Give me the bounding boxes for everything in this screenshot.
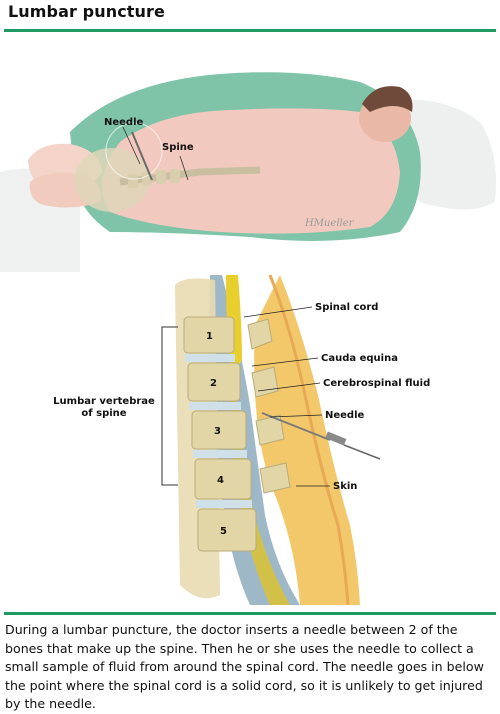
label-needle-top: Needle (104, 117, 144, 128)
label-of-spine: of spine (81, 408, 126, 419)
label-needle-bottom: Needle (325, 410, 365, 421)
patient-illustration: Needle Spine HMueller (0, 72, 496, 272)
title-divider (4, 29, 496, 32)
label-spine: Spine (162, 142, 194, 153)
spine-cross-section: 1 2 3 4 5 Spinal cord Cauda equina Cereb… (53, 274, 430, 606)
vertebra-number: 3 (214, 426, 221, 437)
vertebra-number: 1 (206, 331, 213, 342)
figure-caption: During a lumbar puncture, the doctor ins… (5, 622, 484, 712)
label-spinal-cord: Spinal cord (315, 302, 378, 313)
label-skin: Skin (333, 481, 357, 492)
page-title: Lumbar puncture (8, 2, 165, 21)
artist-signature: HMueller (304, 218, 355, 229)
vertebra-number: 2 (210, 378, 217, 389)
label-cauda-equina: Cauda equina (321, 353, 398, 364)
label-cerebrospinal-fluid: Cerebrospinal fluid (323, 378, 430, 389)
vertebra-number: 4 (217, 475, 224, 486)
caption-divider (4, 612, 496, 615)
label-lumbar-vertebrae: Lumbar vertebrae (53, 396, 155, 407)
vertebra-number: 5 (220, 526, 227, 537)
